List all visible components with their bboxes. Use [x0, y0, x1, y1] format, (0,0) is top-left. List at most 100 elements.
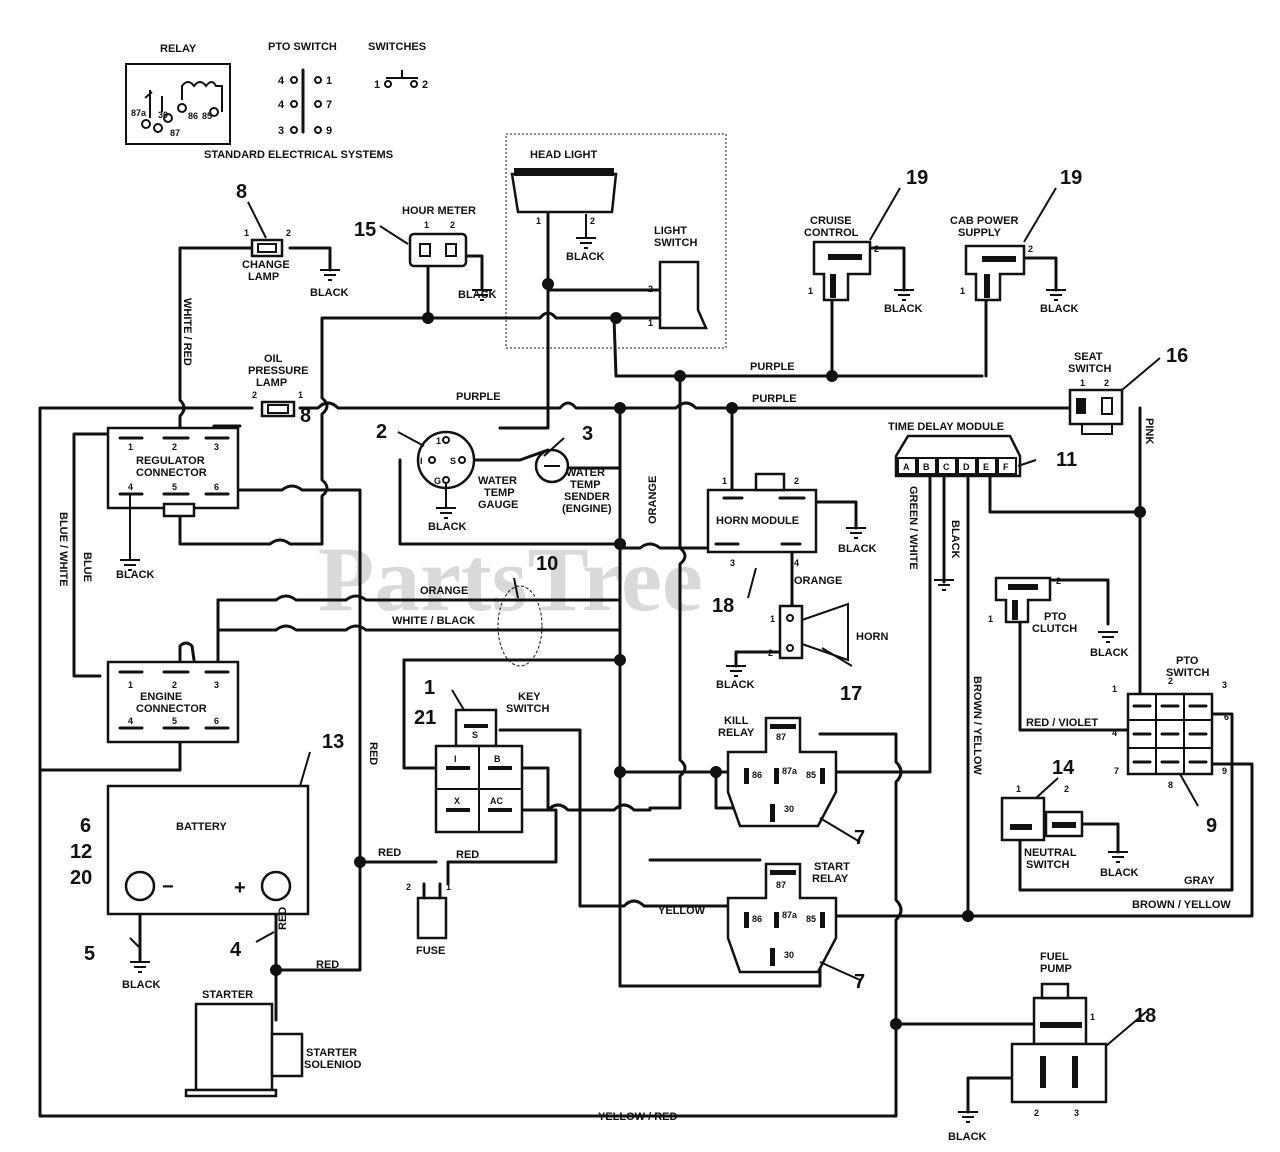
junctions [270, 278, 1146, 1030]
svg-text:PURPLE: PURPLE [750, 361, 795, 373]
svg-text:1: 1 [1080, 378, 1085, 388]
wire-red-violet [1018, 610, 1130, 732]
svg-text:1: 1 [1016, 784, 1021, 794]
svg-text:GRAY: GRAY [1184, 875, 1215, 887]
svg-text:10: 10 [536, 553, 558, 575]
svg-text:A: A [903, 462, 910, 472]
svg-text:S: S [450, 456, 456, 466]
wire-white-black [216, 624, 622, 632]
wire-yellow [498, 728, 742, 908]
svg-text:RED: RED [367, 742, 379, 765]
svg-text:1: 1 [1112, 684, 1117, 694]
svg-text:BLACK: BLACK [566, 251, 605, 263]
svg-text:2: 2 [1034, 1108, 1039, 1118]
wire-orange [216, 594, 622, 602]
svg-text:30: 30 [158, 110, 168, 120]
svg-text:WHITE / BLACK: WHITE / BLACK [392, 615, 475, 627]
svg-text:HOUR METER: HOUR METER [402, 205, 476, 217]
svg-text:15: 15 [354, 219, 376, 241]
head-light: HEAD LIGHT 1 2 [510, 149, 618, 249]
svg-text:D: D [963, 462, 970, 472]
svg-text:RED: RED [378, 847, 401, 859]
svg-text:BLACK: BLACK [458, 289, 497, 301]
svg-text:2: 2 [172, 442, 177, 452]
ground-icon [576, 237, 596, 249]
svg-text:BLACK: BLACK [838, 543, 877, 555]
svg-text:3: 3 [730, 558, 735, 568]
svg-text:3: 3 [1222, 680, 1227, 690]
svg-text:1: 1 [424, 677, 435, 699]
svg-text:1: 1 [424, 220, 429, 230]
svg-text:BLACK: BLACK [1090, 647, 1129, 659]
svg-text:1: 1 [536, 216, 541, 226]
svg-text:YELLOW: YELLOW [658, 905, 706, 917]
svg-text:19: 19 [1060, 167, 1082, 189]
svg-text:1: 1 [446, 882, 451, 892]
svg-text:18: 18 [1134, 1005, 1156, 1027]
svg-text:86: 86 [752, 914, 762, 924]
svg-text:1: 1 [326, 75, 332, 87]
wire-red [274, 860, 362, 972]
svg-text:RED: RED [316, 959, 339, 971]
svg-text:BATTERY: BATTERY [176, 821, 227, 833]
svg-text:RED: RED [277, 907, 289, 930]
svg-text:8: 8 [1168, 780, 1173, 790]
svg-text:20: 20 [70, 867, 92, 889]
svg-text:2: 2 [1028, 244, 1033, 254]
callouts: 8 8 15 2 3 19 19 16 11 10 18 14 17 7 7 9… [70, 167, 1217, 1047]
svg-text:4: 4 [230, 939, 242, 961]
svg-text:PURPLE: PURPLE [752, 393, 797, 405]
legend-pto-title: PTO SWITCH [268, 41, 337, 53]
svg-text:TIME DELAY MODULE: TIME DELAY MODULE [888, 421, 1004, 433]
svg-text:S: S [472, 730, 478, 740]
svg-text:1: 1 [128, 442, 133, 452]
svg-text:12: 12 [70, 841, 92, 863]
svg-text:RED / VIOLET: RED / VIOLET [1026, 717, 1098, 729]
svg-text:2: 2 [286, 228, 291, 238]
svg-text:2: 2 [406, 882, 411, 892]
svg-text:−: − [162, 876, 174, 898]
svg-text:HORN: HORN [856, 631, 888, 643]
ground-icon [894, 289, 914, 301]
svg-text:21: 21 [414, 707, 436, 729]
svg-text:85: 85 [806, 770, 816, 780]
svg-text:BLUE: BLUE [81, 552, 93, 582]
svg-text:5: 5 [84, 943, 95, 965]
svg-text:87: 87 [776, 732, 786, 742]
svg-text:87a: 87a [782, 910, 798, 920]
svg-text:1: 1 [244, 228, 249, 238]
wire-blue-white [72, 432, 132, 678]
svg-text:1: 1 [988, 614, 993, 624]
ground-icon [120, 494, 140, 571]
svg-text:HORN MODULE: HORN MODULE [716, 515, 799, 527]
svg-text:BLACK: BLACK [116, 569, 155, 581]
legend-switches-title: SWITCHES [368, 41, 426, 53]
svg-text:2: 2 [422, 79, 428, 91]
svg-text:BLACK: BLACK [310, 287, 349, 299]
svg-text:B: B [923, 462, 930, 472]
svg-text:87a: 87a [782, 766, 798, 776]
legend-relay-title: RELAY [160, 43, 197, 55]
svg-text:3: 3 [278, 125, 284, 137]
svg-text:4: 4 [278, 75, 285, 87]
ground-icon [1098, 631, 1118, 643]
svg-text:WHITE / RED: WHITE / RED [181, 298, 193, 366]
svg-text:2: 2 [252, 390, 257, 400]
